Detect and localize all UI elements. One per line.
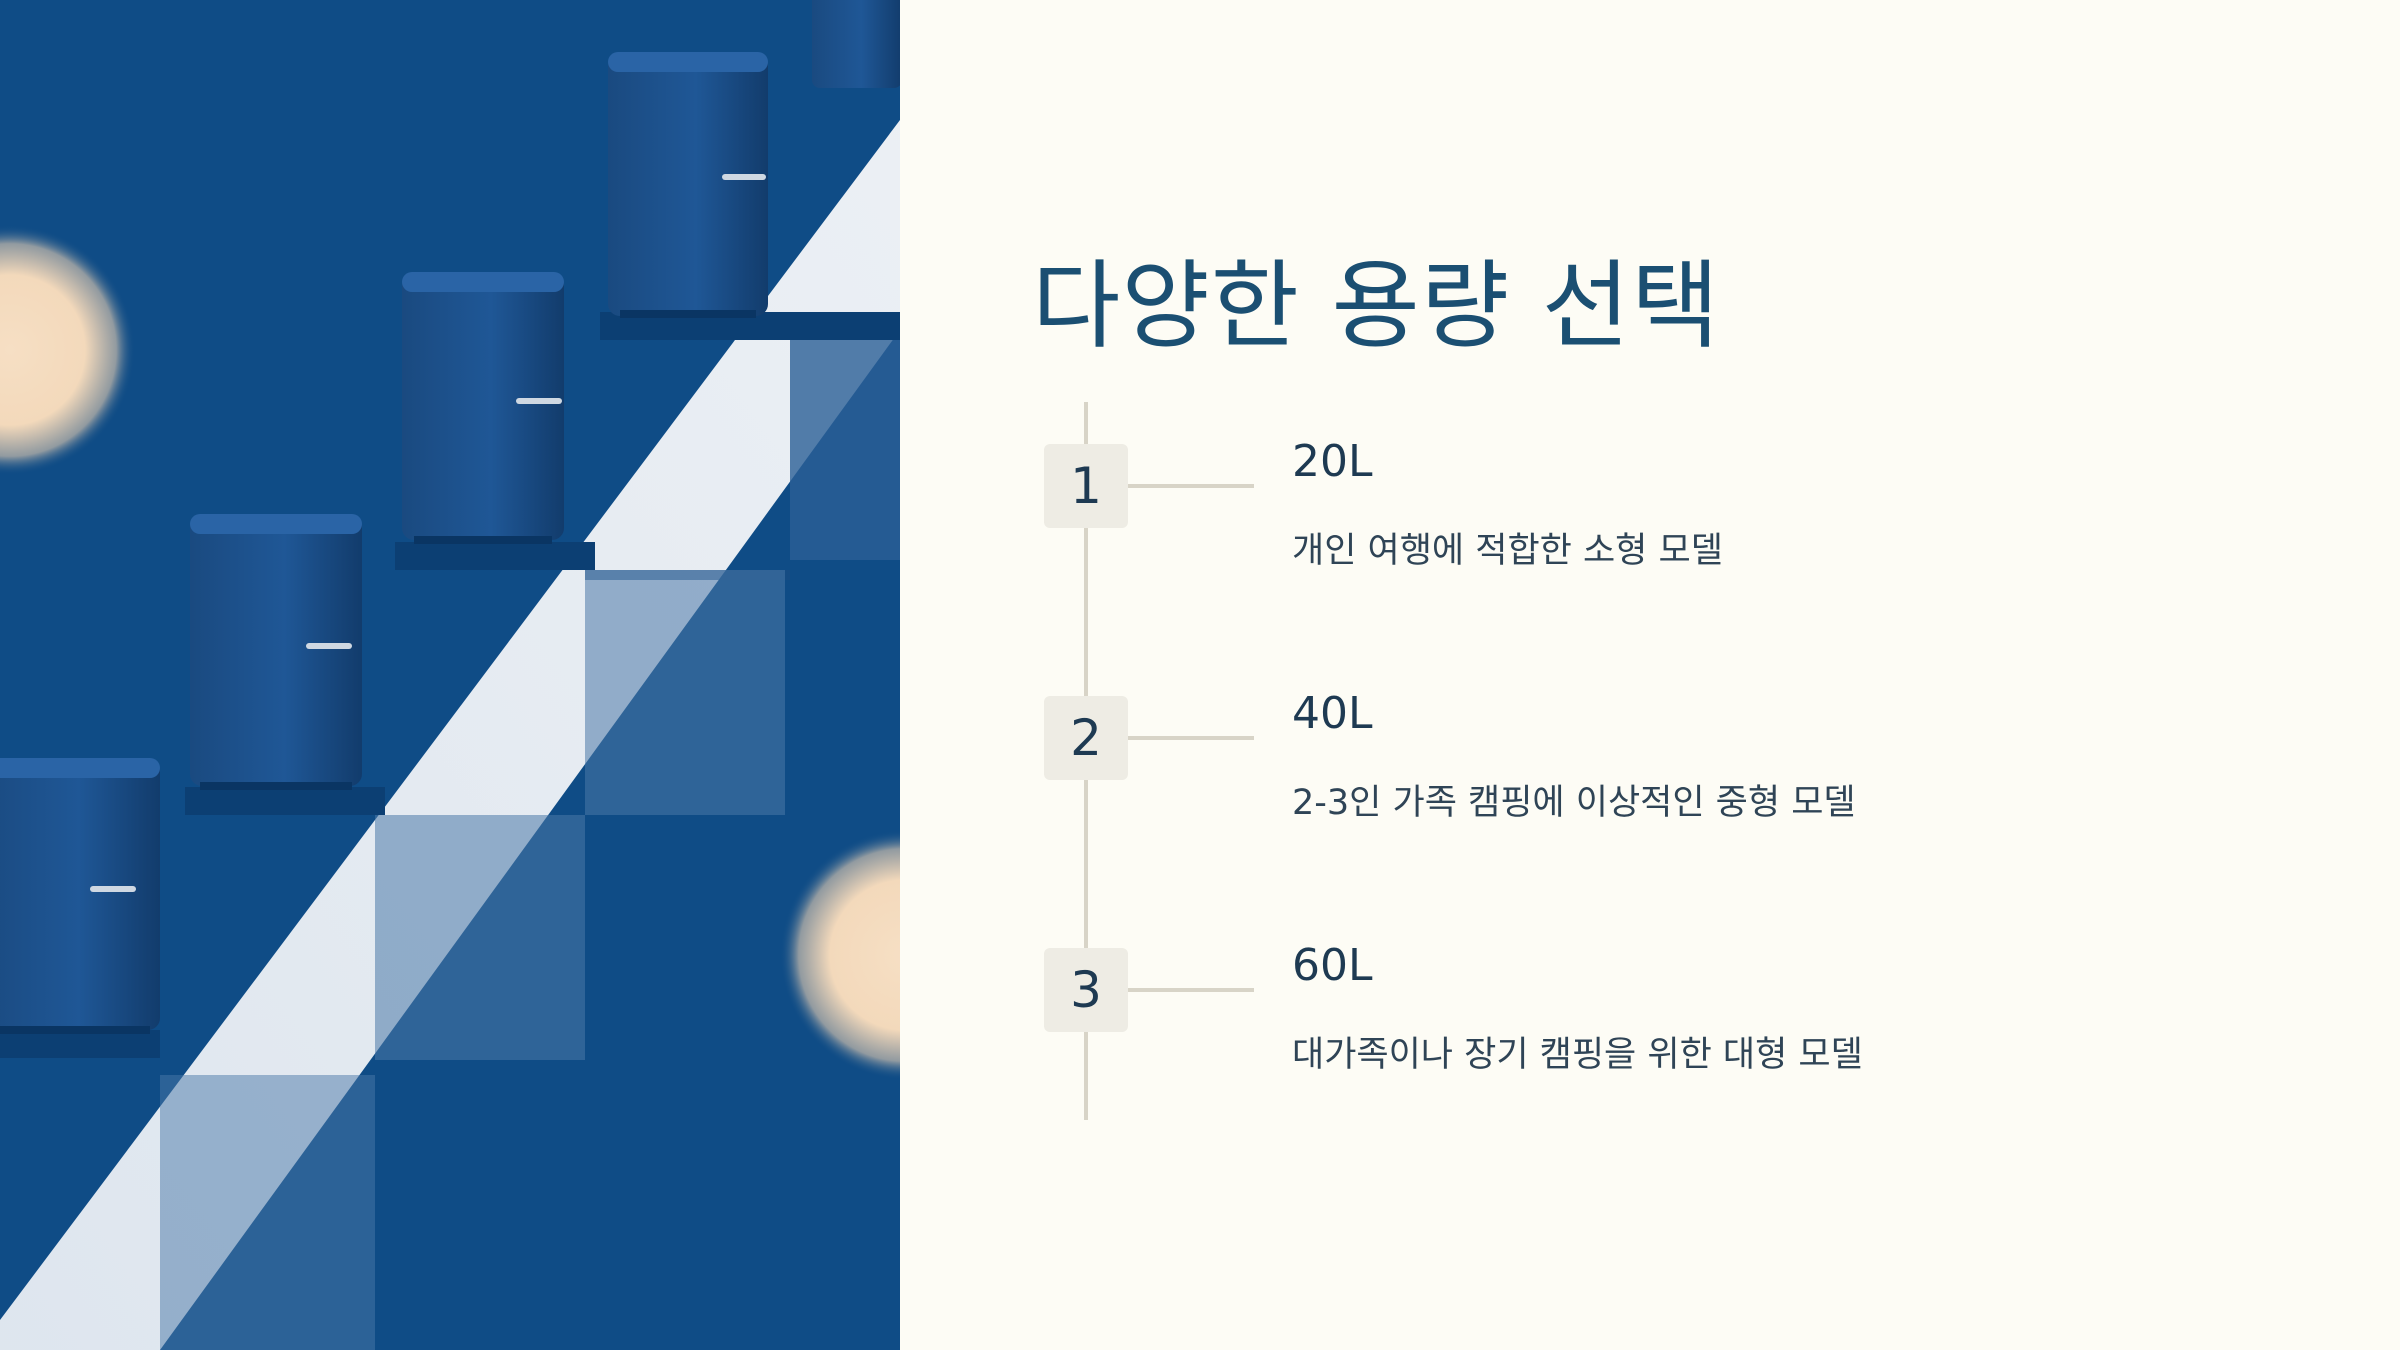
step-item: 1 20L 개인 여행에 적합한 소형 모델 — [900, 436, 2400, 624]
slide-title: 다양한 용량 선택 — [1032, 250, 1721, 362]
step-item: 2 40L 2-3인 가족 캠핑에 이상적인 중형 모델 — [900, 688, 2400, 876]
step-number-badge: 2 — [1044, 696, 1128, 780]
step-number-badge: 1 — [1044, 444, 1128, 528]
hero-illustration — [0, 0, 900, 1350]
fridge-staircase-image — [0, 0, 900, 1350]
step-title: 40L — [1292, 688, 1373, 739]
step-item: 3 60L 대가족이나 장기 캠핑을 위한 대형 모델 — [900, 940, 2400, 1128]
step-description: 개인 여행에 적합한 소형 모델 — [1292, 531, 1723, 571]
step-description: 대가족이나 장기 캠핑을 위한 대형 모델 — [1292, 1035, 1863, 1075]
step-connector — [1128, 736, 1254, 740]
step-connector — [1128, 988, 1254, 992]
step-number-badge: 3 — [1044, 948, 1128, 1032]
step-title: 20L — [1292, 436, 1373, 487]
step-description: 2-3인 가족 캠핑에 이상적인 중형 모델 — [1292, 783, 1856, 823]
step-connector — [1128, 484, 1254, 488]
step-title: 60L — [1292, 940, 1373, 991]
slide-content: 다양한 용량 선택 1 20L 개인 여행에 적합한 소형 모델 2 40L 2… — [900, 0, 2400, 1350]
